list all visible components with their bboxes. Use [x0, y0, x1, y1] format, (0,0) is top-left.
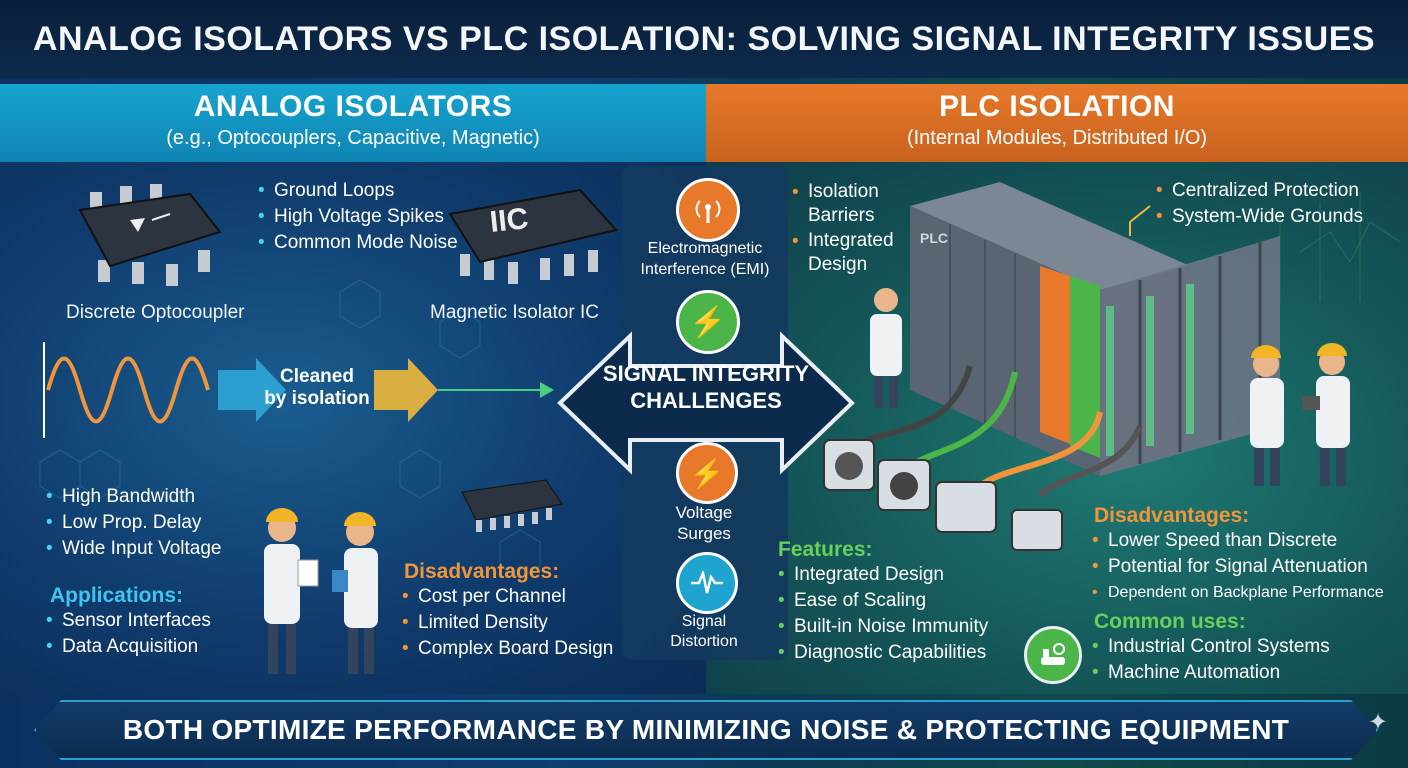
- protection-item: Centralized Protection: [1156, 178, 1363, 204]
- barrier-text: Isolation Barriers: [808, 181, 879, 226]
- page-title: ANALOG ISOLATORS VS PLC ISOLATION: SOLVI…: [0, 0, 1408, 78]
- voltage-surge-line: Voltage: [675, 503, 733, 522]
- plc-subheading: (Internal Modules, Distributed I/O): [906, 127, 1208, 149]
- analog-advantages-list: High Bandwidth Low Prop. Delay Wide Inpu…: [46, 484, 222, 562]
- features-list: Integrated Design Ease of Scaling Built-…: [778, 562, 988, 666]
- features-heading: Features:: [778, 538, 873, 561]
- sensor-devices: [823, 439, 1063, 551]
- advantage-item: High Bandwidth: [46, 484, 222, 510]
- plc-heading: PLC ISOLATION: [939, 90, 1175, 123]
- emi-label-line: Interference (EMI): [640, 261, 770, 278]
- barrier-item: Integrated Design: [792, 229, 908, 278]
- disadvantage-item: Cost per Channel: [402, 584, 613, 610]
- analog-banner: ANALOG ISOLATORS (e.g., Optocouplers, Ca…: [0, 84, 706, 162]
- noise-source-list: Ground Loops High Voltage Spikes Common …: [258, 178, 458, 256]
- signal-distortion-label: Signal Distortion: [652, 612, 756, 652]
- disadvantage-item: Limited Density: [402, 610, 613, 636]
- applications-heading: Applications:: [50, 584, 184, 607]
- noise-source-item: High Voltage Spikes: [258, 204, 458, 230]
- footer-banner: BOTH OPTIMIZE PERFORMANCE BY MINIMIZING …: [34, 700, 1378, 760]
- plc-disadvantages-heading: Disadvantages:: [1094, 504, 1250, 527]
- advantage-item: Wide Input Voltage: [46, 536, 222, 562]
- dip-chip: [456, 474, 566, 541]
- disadvantage-item: Dependent on Backplane Performance: [1092, 580, 1384, 606]
- optocoupler-chip: [70, 180, 230, 295]
- application-item: Sensor Interfaces: [46, 608, 211, 634]
- waveform-icon: [676, 552, 738, 614]
- feature-item: Ease of Scaling: [778, 588, 988, 614]
- signal-path: [43, 342, 554, 438]
- application-item: Data Acquisition: [46, 634, 211, 660]
- disadvantage-item: Lower Speed than Discrete: [1092, 528, 1384, 554]
- engineers-illustration-left: [264, 508, 378, 674]
- feature-item: Integrated Design: [778, 562, 988, 588]
- engineers-illustration-right: [1250, 343, 1350, 486]
- sparkle-icon: ✦: [1368, 709, 1389, 736]
- protection-list: Centralized Protection System-Wide Groun…: [1156, 178, 1363, 230]
- plc-rack: [858, 182, 1280, 496]
- signal-integrity-line: SIGNAL INTEGRITY: [602, 361, 810, 386]
- use-item: Machine Automation: [1092, 660, 1330, 686]
- plc-disadvantages-list: Lower Speed than Discrete Potential for …: [1092, 528, 1384, 606]
- plc-label: PLC: [920, 230, 948, 246]
- use-item: Industrial Control Systems: [1092, 634, 1330, 660]
- noise-source-item: Ground Loops: [258, 178, 458, 204]
- feature-item: Built-in Noise Immunity: [778, 614, 988, 640]
- voltage-surge-icon: ⚡: [676, 442, 738, 504]
- common-uses-list: Industrial Control Systems Machine Autom…: [1092, 634, 1330, 686]
- analog-subheading: (e.g., Optocouplers, Capacitive, Magneti…: [166, 127, 540, 149]
- feature-item: Diagnostic Capabilities: [778, 640, 988, 666]
- magnetic-chip-mark: IIC: [488, 202, 530, 239]
- protection-item: System-Wide Grounds: [1156, 204, 1363, 230]
- cleaned-label-line: by isolation: [264, 388, 370, 409]
- antenna-icon: [676, 178, 740, 242]
- emi-label: Electromagnetic Interference (EMI): [632, 238, 778, 280]
- automation-gear-icon: [1024, 626, 1082, 684]
- signal-integrity-label: SIGNAL INTEGRITY CHALLENGES: [586, 360, 826, 414]
- plc-banner: PLC ISOLATION (Internal Modules, Distrib…: [706, 84, 1408, 162]
- signal-distortion-line: Signal: [681, 613, 727, 630]
- analog-disadvantages-heading: Disadvantages:: [404, 560, 560, 583]
- magnetic-isolator-chip: IIC: [440, 184, 620, 293]
- voltage-surge-label: Voltage Surges: [652, 502, 756, 544]
- applications-list: Sensor Interfaces Data Acquisition: [46, 608, 211, 660]
- barrier-item: Isolation Barriers: [792, 180, 908, 229]
- cleaned-label: Cleaned by isolation: [256, 366, 378, 410]
- voltage-surge-line: Surges: [677, 524, 731, 543]
- disadvantage-item: Potential for Signal Attenuation: [1092, 554, 1384, 580]
- emi-label-line: Electromagnetic: [647, 240, 763, 257]
- signal-integrity-arrow: [557, 331, 855, 475]
- common-uses-heading: Common uses:: [1094, 610, 1246, 633]
- analog-disadvantages-list: Cost per Channel Limited Density Complex…: [402, 584, 613, 662]
- cleaned-label-line: Cleaned: [280, 366, 354, 387]
- signal-distortion-line: Distortion: [670, 633, 738, 650]
- disadvantage-item: Complex Board Design: [402, 636, 613, 662]
- analog-heading: ANALOG ISOLATORS: [193, 90, 513, 123]
- advantage-item: Low Prop. Delay: [46, 510, 222, 536]
- isolation-barriers-list: Isolation Barriers Integrated Design: [792, 180, 908, 278]
- noise-source-item: Common Mode Noise: [258, 230, 458, 256]
- signal-integrity-line: CHALLENGES: [630, 388, 782, 413]
- barrier-text: Integrated Design: [808, 230, 894, 275]
- magnetic-isolator-label: Magnetic Isolator IC: [430, 302, 599, 323]
- engineer-illustration-plc: [870, 288, 902, 408]
- lightning-icon: ⚡: [676, 290, 740, 354]
- optocoupler-label: Discrete Optocoupler: [66, 302, 245, 323]
